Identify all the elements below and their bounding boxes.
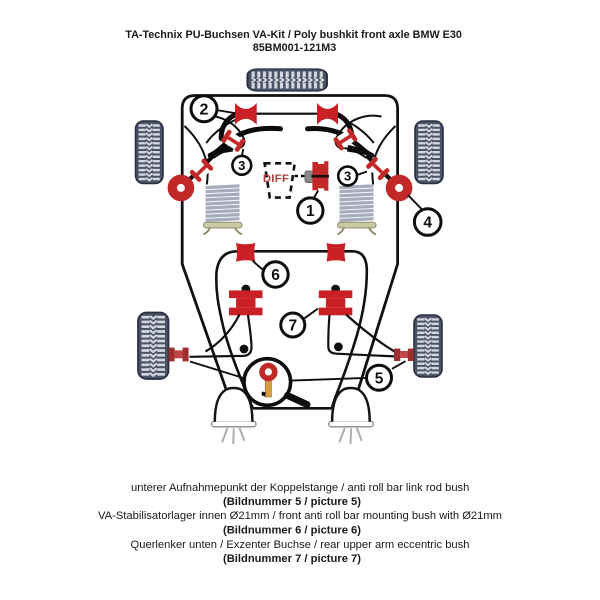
svg-text:(Bildnummer 5 / picture 5): (Bildnummer 5 / picture 5) — [223, 496, 361, 508]
svg-text:(Bildnummer 6 / picture 6): (Bildnummer 6 / picture 6) — [223, 525, 361, 537]
svg-text:6: 6 — [271, 267, 280, 284]
svg-text:2: 2 — [200, 102, 209, 119]
svg-text:1: 1 — [306, 203, 315, 220]
svg-text:Querlenker unten / Exzenter Bu: Querlenker unten / Exzenter Buchse / rea… — [131, 539, 470, 551]
svg-text:VA-Stabilisatorlager innen Ø21: VA-Stabilisatorlager innen Ø21mm / front… — [98, 510, 502, 522]
svg-text:3: 3 — [238, 158, 245, 173]
svg-text:(Bildnummer 7 / picture 7): (Bildnummer 7 / picture 7) — [223, 553, 361, 565]
svg-text:4: 4 — [423, 215, 432, 232]
svg-text:TA-Technix PU-Buchsen VA-Kit /: TA-Technix PU-Buchsen VA-Kit / Poly bush… — [125, 29, 462, 41]
svg-text:DIFF: DIFF — [263, 173, 289, 185]
svg-text:3: 3 — [344, 169, 351, 184]
svg-text:unterer Aufnahmepunkt der Kopp: unterer Aufnahmepunkt der Koppelstange /… — [131, 482, 469, 494]
svg-text:5: 5 — [375, 370, 384, 387]
svg-text:85BM001-121M3: 85BM001-121M3 — [253, 42, 336, 54]
svg-text:7: 7 — [288, 318, 297, 335]
